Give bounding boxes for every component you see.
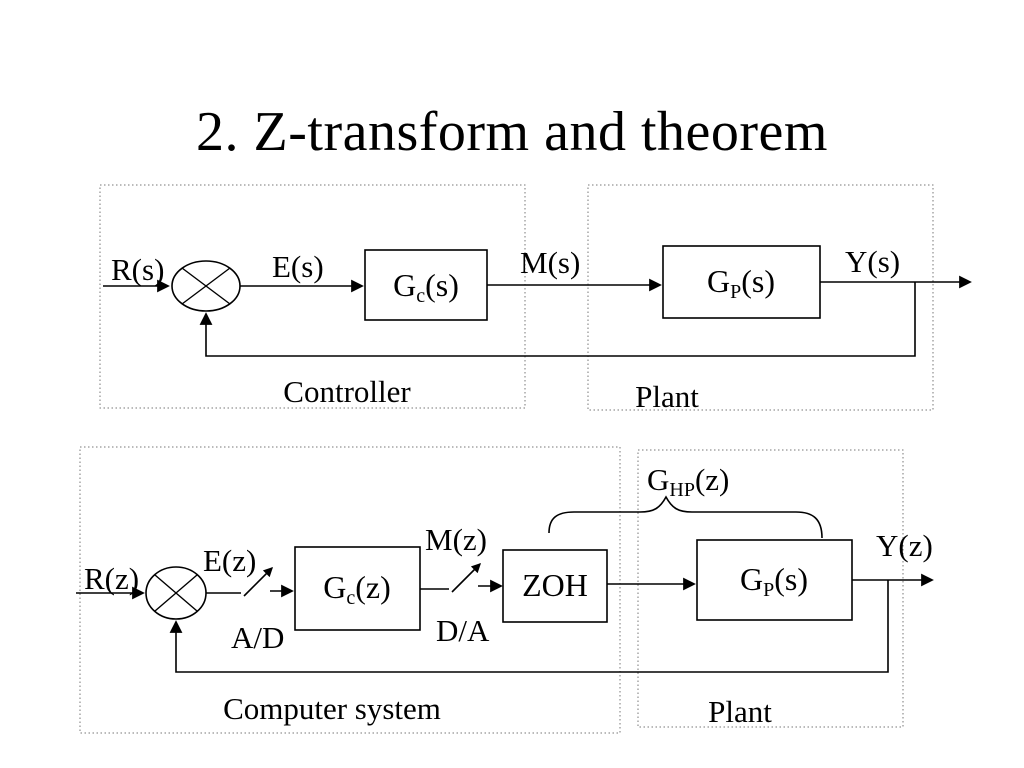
gp-s-label-z: GP(s) [740,561,808,601]
sampler-arm [243,566,274,597]
gc-z-box [294,546,421,631]
dac-label: D/A [436,613,490,648]
continuous-system-diagram: R(s) E(s) Gc(s) M(s) GP(s) Y(s) [99,184,972,414]
gc-z-label: Gc(z) [323,569,391,609]
summing-junction [171,260,241,312]
signal-label-output-z: Y(z) [876,528,933,563]
gc-z-block: Gc(z) [294,546,421,631]
controller-region-box [99,184,526,409]
signal-label-reference-s: R(s) [111,252,164,287]
plant-region-label-z: Plant [708,694,772,729]
plant-region-label: Plant [635,379,699,414]
feedback-wire [199,282,916,357]
summing-cross-line [181,267,231,305]
plant-region-box [587,184,934,411]
sampler-arm [451,562,482,593]
signal-label-error-z: E(z) [203,543,256,578]
ghp-brace [548,495,823,539]
gp-s-block: GP(s) [662,245,821,319]
ad-sampler [206,566,294,598]
da-sampler [420,562,503,593]
gp-s-box [662,245,821,319]
summing-cross-line [154,574,198,612]
signal-label-reference-z: R(z) [84,561,139,596]
adc-label: A/D [231,620,284,655]
summing-junction-z [145,566,207,620]
computer-system-region-box [79,446,621,734]
zoh-label: ZOH [522,567,588,603]
zoh-box [502,549,608,623]
feedback-wire-z [169,580,889,673]
controller-region-label: Controller [283,374,411,409]
gp-s-label: GP(s) [707,263,775,303]
computer-system-region-label: Computer system [223,691,441,726]
signal-label-error-s: E(s) [272,249,324,284]
signal-label-control-s: M(s) [520,245,580,280]
zoh-block: ZOH [502,549,608,623]
slide-title: 2. Z-transform and theorem [196,101,828,163]
ghp-label: GHP(z) [647,462,729,501]
gc-s-label: Gc(s) [393,267,459,307]
discrete-system-diagram: R(z) E(z) A/D Gc(z) M(z) [76,446,934,734]
plant-region-box-z [637,449,904,728]
gp-s-block-z: GP(s) [696,539,853,621]
signal-label-control-z: M(z) [425,522,487,557]
gc-s-block: Gc(s) [364,249,488,321]
signal-label-output-s: Y(s) [845,244,900,279]
